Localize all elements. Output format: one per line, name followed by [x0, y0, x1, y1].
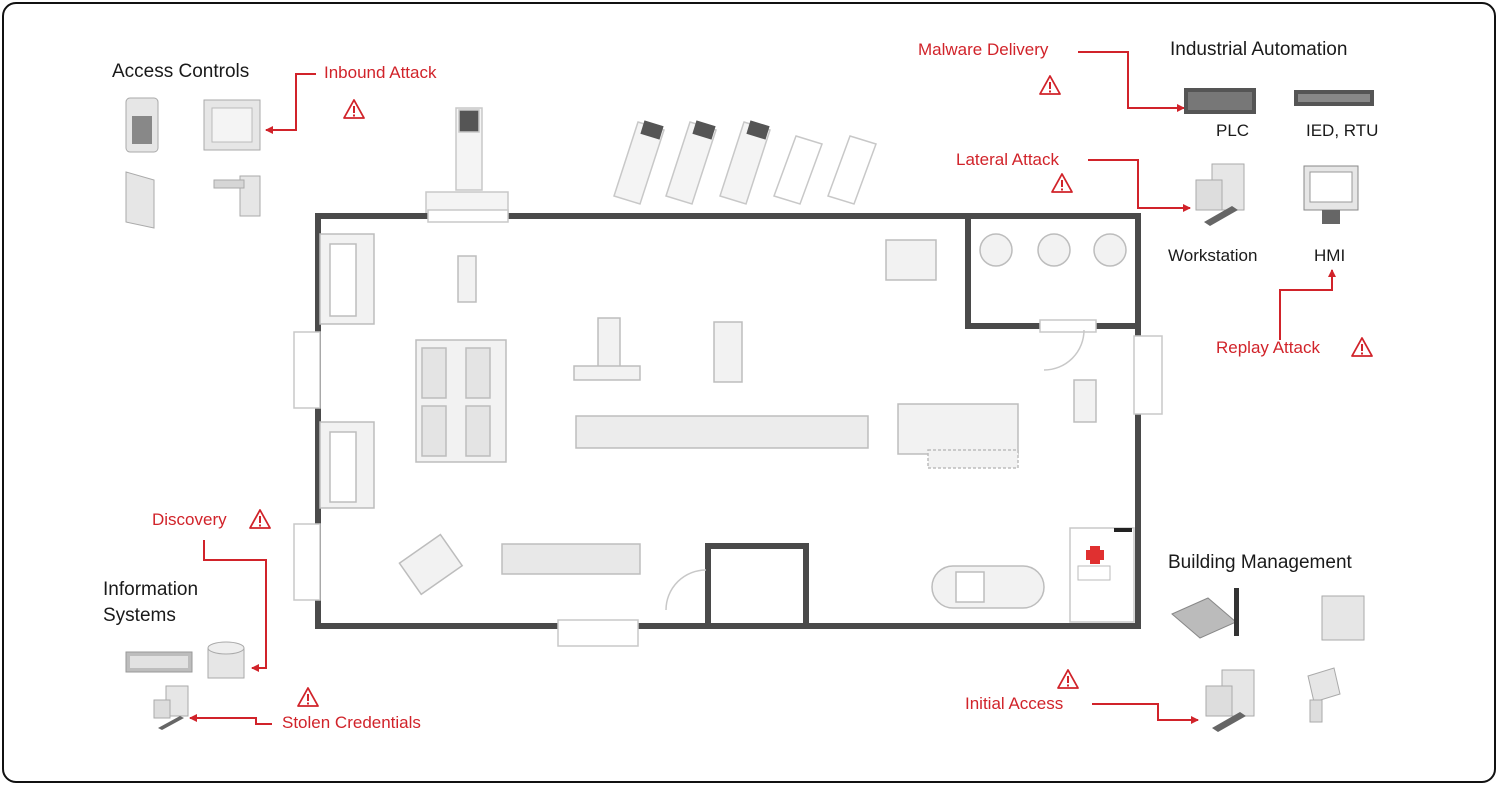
- device-label-ied-rtu: IED, RTU: [1306, 121, 1379, 140]
- attack-label-replay: Replay Attack: [1216, 338, 1320, 357]
- malware-delivery-arrow: [1078, 51, 1185, 112]
- barrier-gate-icon: [213, 175, 261, 217]
- warning-triangle-icon: [1051, 173, 1073, 193]
- warning-triangle-icon: [1057, 669, 1079, 689]
- lateral-attack-arrow: [1088, 159, 1191, 212]
- keypad-reader-icon: [125, 97, 159, 153]
- section-title-information-systems-line2: Systems: [103, 605, 176, 626]
- discovery-arrow: [203, 540, 267, 672]
- hmi-monitor-icon: [1303, 165, 1359, 224]
- ied-rtu-rack-icon: [1294, 90, 1374, 106]
- attack-label-malware-delivery: Malware Delivery: [918, 40, 1049, 59]
- warning-triangle-icon: [1039, 75, 1061, 95]
- initial-access-arrow: [1092, 703, 1199, 724]
- exterior-tanks: [613, 120, 877, 205]
- door-icon: [125, 171, 155, 229]
- database-icon: [207, 641, 245, 679]
- attack-label-inbound: Inbound Attack: [324, 63, 437, 82]
- inbound-attack-arrow: [265, 73, 316, 134]
- device-label-hmi: HMI: [1314, 246, 1346, 265]
- router-icon: [1171, 588, 1239, 639]
- it-workstation-icon: [153, 685, 189, 730]
- attack-label-discovery: Discovery: [152, 510, 227, 529]
- attack-label-stolen-credentials: Stolen Credentials: [282, 713, 421, 732]
- plc-rack-icon: [1184, 88, 1256, 114]
- warning-triangle-icon: [249, 509, 271, 529]
- section-title-access-controls: Access Controls: [112, 61, 250, 82]
- section-title-building-management: Building Management: [1168, 552, 1352, 573]
- attack-label-initial-access: Initial Access: [965, 694, 1064, 713]
- controller-box-icon: [203, 99, 261, 151]
- server-rack-icon: [125, 651, 193, 673]
- factory-equipment: [319, 233, 1127, 609]
- doors-windows: [293, 209, 1163, 647]
- attack-label-lateral: Lateral Attack: [956, 150, 1060, 169]
- warning-triangle-icon: [297, 687, 319, 707]
- camera-icon: [1307, 667, 1341, 723]
- section-title-information-systems-line1: Information: [103, 579, 199, 600]
- control-panel-icon: [1321, 595, 1365, 641]
- device-label-workstation: Workstation: [1168, 246, 1258, 265]
- device-label-plc: PLC: [1216, 121, 1250, 140]
- warning-triangle-icon: [343, 99, 365, 119]
- workstation-icon: [1195, 163, 1245, 226]
- first-aid-station: [1077, 528, 1132, 581]
- warning-triangle-icon: [1351, 337, 1373, 357]
- section-title-industrial-automation: Industrial Automation: [1170, 39, 1348, 60]
- replay-attack-arrow: [1279, 269, 1336, 340]
- bms-workstation-icon: [1205, 669, 1255, 732]
- stolen-credentials-arrow: [189, 714, 272, 725]
- exterior-chimney: [425, 107, 509, 217]
